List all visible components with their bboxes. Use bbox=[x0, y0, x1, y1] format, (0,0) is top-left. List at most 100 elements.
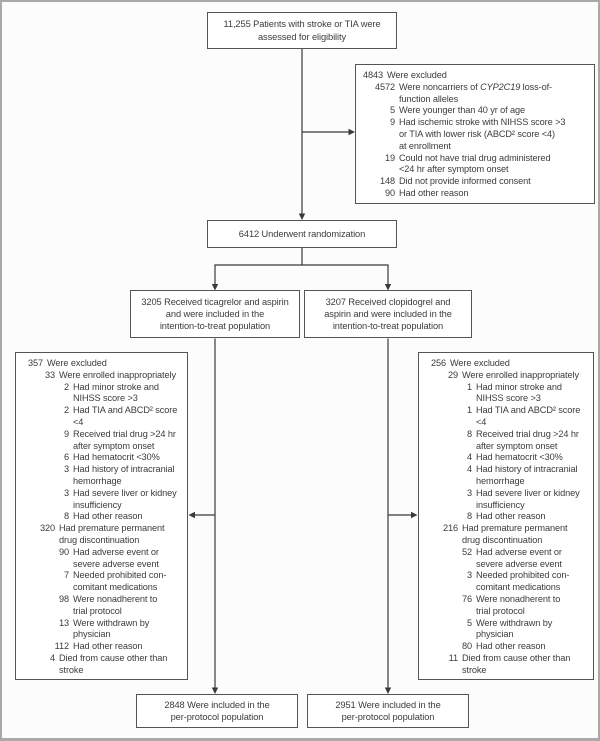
exclusion-item: 19 Could not have trial drug administered… bbox=[361, 153, 591, 177]
exclusion-item: 148 Did not provide informed consent bbox=[361, 176, 591, 188]
item-count: 2 bbox=[63, 381, 69, 392]
item-text: Had premature permanent drug discontinua… bbox=[462, 523, 568, 545]
item-text: Were withdrawn by physician bbox=[476, 617, 553, 640]
eligibility-box: 11,255 Patients with stroke or TIA were … bbox=[207, 12, 397, 49]
item-text: Had other reason bbox=[399, 187, 469, 198]
exclusion-item: 90 Had other reason bbox=[361, 188, 591, 200]
item-text: Were nonadherent to trial protocol bbox=[476, 593, 561, 616]
item-text: Were excluded bbox=[450, 358, 510, 368]
exclusion-item: 2 Had minor stroke and NIHSS score >3 bbox=[21, 382, 184, 406]
item-count: 5 bbox=[466, 617, 472, 628]
arrowhead-into-left-perprotocol bbox=[211, 687, 219, 694]
item-text: Could not have trial drug administered <… bbox=[399, 152, 551, 175]
item-count: 9 bbox=[389, 117, 395, 128]
item-text: Had TIA and ABCD² score <4 bbox=[476, 405, 581, 427]
item-text: Received trial drug >24 hr after symptom… bbox=[476, 428, 579, 451]
item-text: Had TIA and ABCD² score <4 bbox=[73, 405, 178, 427]
item-text: Had other reason bbox=[476, 641, 546, 652]
exclusion-item: 29 Were enrolled inappropriately bbox=[424, 370, 590, 382]
exclusion-item: 5 Were withdrawn by physician bbox=[424, 618, 590, 642]
exclusion-item: 5 Were younger than 40 yr of age bbox=[361, 105, 591, 117]
exclusion-item: 98 Were nonadherent to trial protocol bbox=[21, 594, 184, 618]
arrowhead-into-ticagrelor-arm bbox=[211, 284, 219, 291]
item-text: Were younger than 40 yr of age bbox=[399, 105, 526, 116]
exclusion-item: 76 Were nonadherent to trial protocol bbox=[424, 594, 590, 618]
item-count: 1 bbox=[466, 381, 472, 392]
item-text: Were nonadherent to trial protocol bbox=[73, 593, 158, 616]
item-text: Were excluded bbox=[387, 70, 447, 80]
item-text: Had severe liver or kidney insufficiency bbox=[73, 487, 177, 510]
item-text: Were enrolled inappropriately bbox=[462, 369, 579, 380]
item-count: 357 bbox=[27, 358, 43, 368]
item-count: 80 bbox=[461, 641, 472, 652]
item-text: Were noncarriers of CYP2C19 loss-of- fun… bbox=[399, 81, 552, 104]
exclusion-item: 2 Had TIA and ABCD² score <4 bbox=[21, 405, 184, 429]
item-text: Had other reason bbox=[73, 641, 143, 652]
exclusion-item: 216 Had premature permanent drug disconti… bbox=[424, 523, 590, 547]
item-count: 52 bbox=[461, 546, 472, 557]
item-count: 148 bbox=[379, 176, 395, 187]
item-text: Had minor stroke and NIHSS score >3 bbox=[73, 381, 159, 404]
item-count: 2 bbox=[63, 405, 69, 416]
item-text: Did not provide informed consent bbox=[399, 176, 531, 187]
item-count: 90 bbox=[58, 546, 69, 557]
item-count: 3 bbox=[466, 487, 472, 498]
item-count: 76 bbox=[461, 593, 472, 604]
item-count: 8 bbox=[466, 511, 472, 522]
item-count: 320 bbox=[39, 523, 55, 534]
item-count: 4843 bbox=[362, 70, 383, 80]
exclusion-item: 9 Received trial drug >24 hr after sympto… bbox=[21, 429, 184, 453]
item-text: Had ischemic stroke with NIHSS score >3 … bbox=[399, 117, 566, 151]
item-count: 98 bbox=[58, 593, 69, 604]
item-count: 29 bbox=[447, 369, 458, 380]
item-count: 216 bbox=[442, 523, 458, 534]
item-text: Had history of intracranial hemorrhage bbox=[73, 464, 175, 486]
arrowhead-into-left-exclusion bbox=[188, 511, 195, 519]
item-count: 90 bbox=[384, 187, 395, 198]
item-count: 256 bbox=[430, 358, 446, 368]
item-count: 19 bbox=[384, 152, 395, 163]
item-text: Were enrolled inappropriately bbox=[59, 369, 176, 380]
item-text: Had hematocrit <30% bbox=[73, 452, 160, 463]
exclusion-item: 256 Were excluded bbox=[424, 358, 590, 370]
clopidogrel-arm-box: 3207 Received clopidogrel and aspirin an… bbox=[304, 290, 472, 338]
exclusion-item: 4572 Were noncarriers of CYP2C19 loss-of-… bbox=[361, 82, 591, 106]
exclusion-item: 4 Had history of intracranial hemorrhage bbox=[424, 464, 590, 488]
exclusion-item: 80 Had other reason bbox=[424, 641, 590, 653]
arrowhead-into-randomization bbox=[298, 213, 306, 220]
exclusion-item: 9 Had ischemic stroke with NIHSS score >3… bbox=[361, 117, 591, 152]
item-text: Had history of intracranial hemorrhage bbox=[476, 464, 578, 486]
item-count: 4 bbox=[466, 464, 472, 475]
item-text: Received trial drug >24 hr after symptom… bbox=[73, 428, 176, 451]
ticagrelor-arm-box: 3205 Received ticagrelor and aspirin and… bbox=[130, 290, 300, 338]
item-count: 4572 bbox=[374, 81, 395, 92]
arrowhead-into-right-exclusion bbox=[411, 511, 418, 519]
item-text: Died from cause other than stroke bbox=[59, 652, 168, 675]
randomization-box: 6412 Underwent randomization bbox=[207, 220, 397, 248]
item-text: Needed prohibited con- comitant medicati… bbox=[476, 570, 570, 593]
item-text: Had other reason bbox=[73, 511, 143, 522]
right-per-protocol-box: 2951 Were included in the per-protocol p… bbox=[307, 694, 469, 728]
item-count: 5 bbox=[389, 105, 395, 116]
item-text: Had hematocrit <30% bbox=[476, 452, 563, 463]
item-count: 33 bbox=[44, 369, 55, 380]
arrowhead-into-clopidogrel-arm bbox=[384, 284, 392, 291]
item-text: Had premature permanent drug discontinua… bbox=[59, 523, 165, 545]
item-count: 9 bbox=[63, 428, 69, 439]
item-text: Needed prohibited con- comitant medicati… bbox=[73, 570, 167, 593]
item-count: 7 bbox=[63, 570, 69, 581]
item-text: Died from cause other than stroke bbox=[462, 652, 571, 675]
